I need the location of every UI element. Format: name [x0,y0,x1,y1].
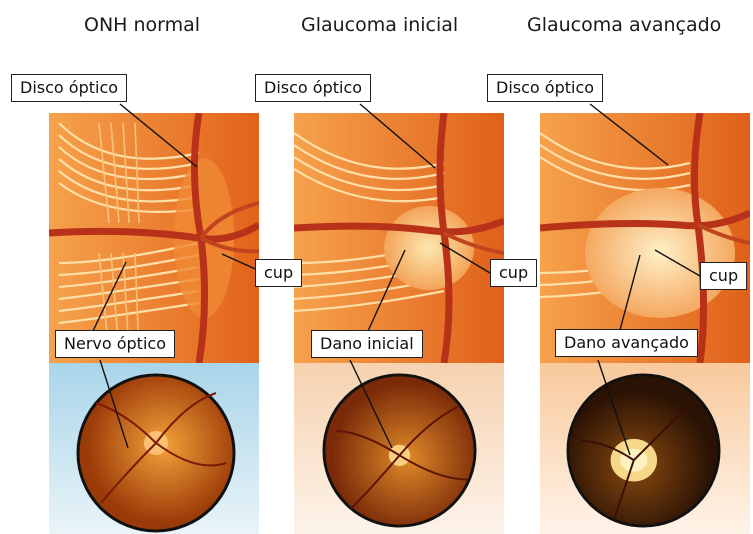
label-dano-avancado: Dano avançado [555,329,698,357]
label-cup-inicial: cup [490,259,537,287]
label-disco-optico-inicial: Disco óptico [255,74,371,102]
label-cup-avancado: cup [700,262,747,290]
label-nervo-optico: Nervo óptico [55,330,175,358]
label-dano-inicial: Dano inicial [311,330,423,358]
label-disco-optico-avancado: Disco óptico [487,74,603,102]
label-cup-normal: cup [255,259,302,287]
label-disco-optico-normal: Disco óptico [11,74,127,102]
